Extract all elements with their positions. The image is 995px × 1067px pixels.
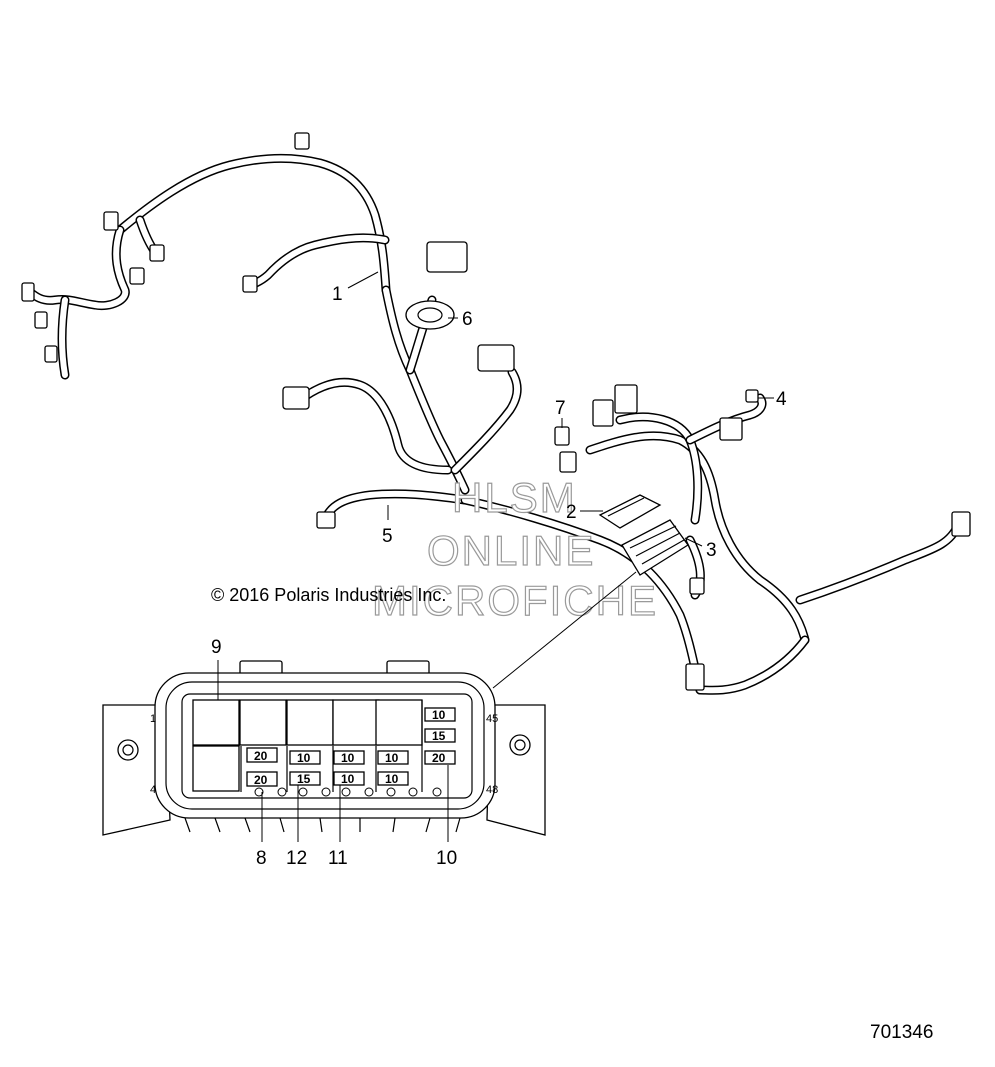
relay-part-2 xyxy=(598,494,662,529)
callouts: 1 2 3 4 5 6 7 xyxy=(332,271,787,689)
fuse-rating: 10 xyxy=(385,772,399,786)
callout-12: 12 xyxy=(286,848,307,869)
callout-1: 1 xyxy=(332,284,343,305)
fuse-rating: 15 xyxy=(297,772,311,786)
fuse-rating: 10 xyxy=(297,751,311,765)
pin-label-48: 48 xyxy=(486,784,498,796)
fuse-rating: 10 xyxy=(385,751,399,765)
callout-9: 9 xyxy=(211,637,222,658)
connectors xyxy=(21,132,971,691)
callout-4: 4 xyxy=(776,389,787,410)
callout-8: 8 xyxy=(256,848,267,869)
callout-6: 6 xyxy=(462,309,473,330)
fuse-box-detail: 1 4 45 48 20 20 10 15 10 10 10 10 10 15 … xyxy=(102,637,546,869)
callout-11: 11 xyxy=(328,848,348,869)
figure-number: 701346 xyxy=(870,1022,933,1043)
fuse-rating: 15 xyxy=(432,729,446,743)
fuse-rating: 10 xyxy=(432,708,446,722)
pin-label-4: 4 xyxy=(150,784,156,796)
callout-5: 5 xyxy=(382,526,393,547)
fuse-rating: 20 xyxy=(254,749,268,763)
pin-label-45: 45 xyxy=(486,713,498,725)
fuse-rating: 10 xyxy=(341,772,355,786)
callout-3: 3 xyxy=(706,540,717,561)
callout-10: 10 xyxy=(436,848,457,869)
fuse-box-assembly-part-3 xyxy=(621,519,689,576)
grommet-part-6 xyxy=(405,300,455,330)
watermark-line-1: HLSM xyxy=(452,474,577,521)
fuse-rating: 20 xyxy=(432,751,446,765)
fuse-rating: 10 xyxy=(341,751,355,765)
callout-7: 7 xyxy=(555,398,566,419)
fuse-rating: 20 xyxy=(254,773,268,787)
watermark-line-3: MICROFICHE xyxy=(372,577,658,624)
pin-label-1: 1 xyxy=(150,713,156,725)
watermark: HLSM ONLINE MICROFICHE xyxy=(371,473,658,624)
copyright-text: © 2016 Polaris Industries Inc. xyxy=(211,585,446,605)
callout-2: 2 xyxy=(566,502,577,523)
wiring-harness xyxy=(25,153,963,695)
watermark-line-2: ONLINE xyxy=(427,527,595,574)
